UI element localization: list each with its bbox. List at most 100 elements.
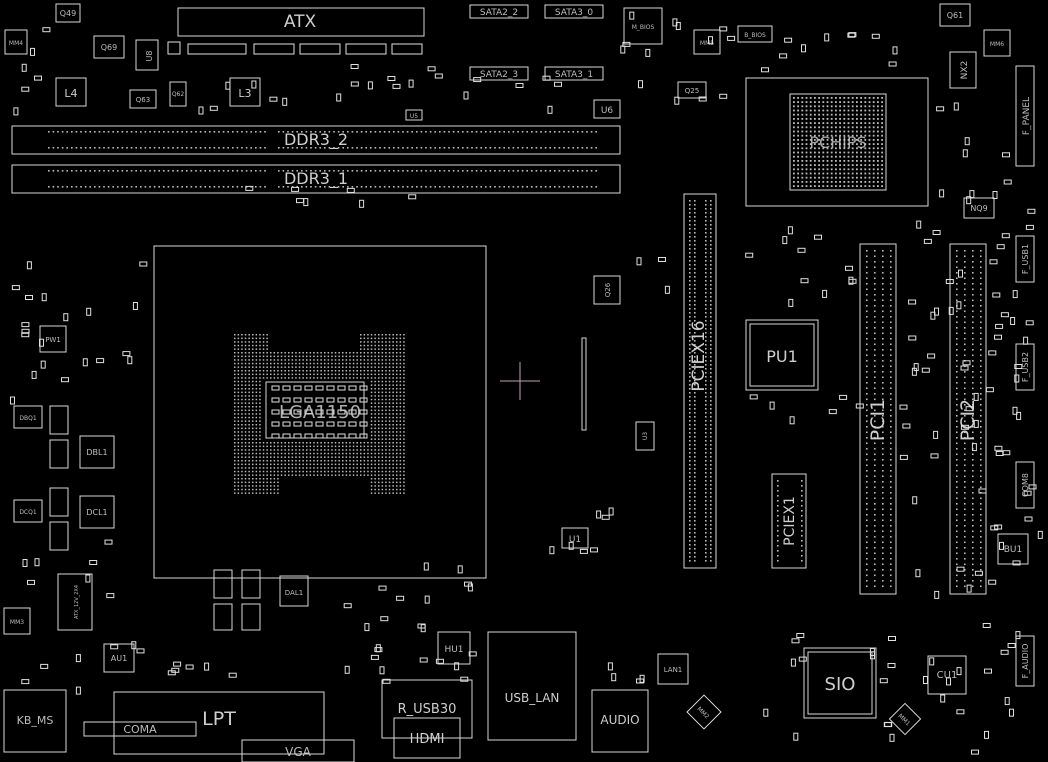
- m-bios-chip: [623, 7, 663, 45]
- f-usb1-label: F_USB1: [1021, 244, 1030, 274]
- sata3-0-connector: [544, 4, 604, 19]
- cu1-chip: [927, 655, 967, 695]
- atx-12v-connector: [57, 573, 93, 631]
- r-usb30-connector: [381, 679, 473, 739]
- cpu-inner-cavity: [265, 381, 365, 439]
- mm5-label: MM5: [700, 40, 714, 47]
- u3-part: [635, 421, 655, 451]
- dbq1-part: [13, 405, 43, 429]
- hdmi-connector: [393, 717, 461, 759]
- sata3-1-connector: [544, 66, 604, 81]
- vrm-mosfets: [49, 405, 261, 631]
- cu1-label: CU1: [937, 670, 958, 681]
- pci2-pins: [956, 250, 982, 588]
- u6-label: U6: [601, 106, 614, 116]
- u5-label: U5: [410, 113, 418, 120]
- dcq1-label: DCQ1: [19, 509, 37, 516]
- pch-label: PCHIPS: [809, 133, 866, 152]
- q61-part: [939, 3, 971, 27]
- u8-part: [135, 39, 159, 71]
- u6-part: [593, 99, 621, 119]
- coma-label: COMA: [123, 723, 157, 736]
- mm6-label: MM6: [990, 41, 1004, 48]
- pciex1-pins: [777, 480, 803, 562]
- u1-part: [561, 527, 589, 549]
- lpt-connector: [113, 691, 325, 755]
- mm4-part: [4, 29, 28, 55]
- pu1-chip: [745, 319, 819, 391]
- kb-ms-connector: [3, 689, 67, 753]
- ddr3-1-slot: [11, 164, 621, 194]
- au1-label: AU1: [111, 654, 127, 663]
- l3-inductor: [229, 77, 261, 107]
- q61-label: Q61: [947, 11, 963, 20]
- q26-part: [593, 275, 621, 305]
- hu1-chip: [437, 631, 471, 665]
- nq9-label: NQ9: [970, 204, 987, 213]
- pci1-pins: [866, 250, 892, 588]
- sata3-1-label: SATA3_1: [555, 70, 593, 80]
- q63-part: [129, 89, 157, 109]
- m-bios-label: M_BIOS: [632, 24, 655, 31]
- mm5-part: [693, 29, 721, 55]
- q69-label: Q69: [101, 43, 117, 52]
- r-usb30-label: R_USB30: [398, 702, 457, 717]
- sio-label: SIO: [825, 674, 856, 695]
- dal1-inductor: [279, 575, 309, 607]
- q26-label: Q26: [604, 282, 612, 297]
- mm2-part: [686, 694, 722, 730]
- sio-die: [807, 651, 873, 715]
- sata2-2-label: SATA2_2: [480, 8, 518, 18]
- nq9-part: [963, 197, 995, 219]
- f-panel-header: [1015, 65, 1035, 167]
- u5-part: [405, 109, 423, 121]
- pciex1-label: PCIEX1: [782, 496, 798, 546]
- dbl1-inductor: [79, 435, 115, 469]
- nx2-label: NX2: [960, 61, 970, 80]
- pu1-die: [749, 323, 815, 387]
- q25-label: Q25: [685, 87, 699, 95]
- com8-label: COM8: [1021, 473, 1030, 497]
- ddr3-2-label: DDR3_2: [284, 130, 348, 150]
- l4-label: L4: [64, 87, 77, 100]
- usb-lan-connector: [487, 631, 577, 741]
- cursor-crosshair: [500, 362, 540, 400]
- f-usb1-header: [1015, 235, 1035, 283]
- resistor-strip: [581, 337, 587, 431]
- audio-connector: [591, 689, 649, 753]
- pw1-label: PW1: [45, 336, 61, 344]
- u8-label: U8: [145, 51, 154, 62]
- pch-ball-grid: [793, 97, 883, 187]
- pciex16-pins: [689, 200, 712, 562]
- u3-label: U3: [642, 432, 649, 440]
- au1-chip: [103, 643, 135, 673]
- nx2-crystal: [949, 51, 977, 89]
- hu1-label: HU1: [444, 645, 463, 655]
- lan1-label: LAN1: [664, 666, 683, 674]
- sio-chip: [803, 647, 877, 719]
- pci2-slot: [949, 243, 987, 595]
- dcl1-inductor: [79, 495, 115, 529]
- lpt-label: LPT: [202, 708, 236, 730]
- dcq1-part: [13, 499, 43, 523]
- cpu-land-grid: [234, 334, 405, 494]
- sata2-3-label: SATA2_3: [480, 70, 518, 80]
- b-bios-label: B_BIOS: [744, 32, 766, 39]
- pci1-slot: [859, 243, 897, 595]
- mm3-label: MM3: [10, 619, 24, 626]
- l3-label: L3: [238, 87, 251, 100]
- bu1-label: BU1: [1004, 545, 1023, 555]
- q63-label: Q63: [136, 96, 150, 104]
- pciex16-label: PCIEX16: [689, 320, 709, 391]
- pci1-label: PCI1: [867, 399, 889, 441]
- pciex1-slot: [771, 473, 807, 569]
- sata3-0-label: SATA3_0: [555, 8, 594, 18]
- dbl1-label: DBL1: [86, 448, 107, 457]
- mm3-part: [3, 607, 31, 635]
- lan1-chip: [657, 653, 689, 685]
- atx-12v-label: ATX_12V_2X4: [74, 585, 80, 619]
- cpu-socket-outline: [153, 245, 487, 579]
- u1-label: U1: [569, 535, 581, 545]
- mm2-label: MM2: [695, 706, 710, 721]
